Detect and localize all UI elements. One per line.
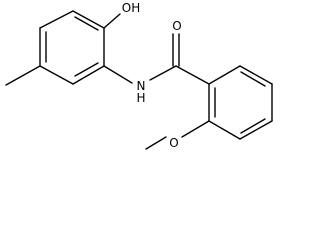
amide-hydrogen-label: H — [136, 91, 145, 105]
bond-ring2-bottom-left — [208, 120, 241, 140]
bond-ring-to-nitrogen — [103, 65, 133, 84]
carbonyl-oxygen-label: O — [172, 19, 181, 33]
bond-carbonyl-to-ring — [175, 65, 210, 85]
double-bond-ring1-b — [74, 62, 99, 77]
chemical-structure-diagram: OH N H O O — [5, 1, 273, 150]
bond-ring1-top-right — [72, 10, 105, 29]
bond-hydroxyl — [103, 13, 121, 29]
bond-ring1-top-left — [39, 10, 74, 29]
right-benzene-ring — [208, 65, 273, 140]
hydroxyl-label: OH — [122, 1, 140, 15]
amide-nitrogen-label: N — [137, 79, 146, 93]
double-bond-ring1-a — [74, 16, 99, 31]
bond-methyl — [5, 65, 41, 86]
bond-nitrogen-to-carbonyl — [149, 65, 177, 81]
bond-ring1-bottom-left — [39, 65, 74, 85]
bond-ring2-top-right — [239, 65, 273, 85]
bond-ring-to-ether-oxygen — [181, 120, 210, 138]
bond-ring2-top-left — [208, 65, 241, 85]
double-bond-ring2-a — [240, 71, 266, 87]
ether-oxygen-label: O — [169, 136, 178, 150]
bond-ring1-right-lower — [72, 65, 105, 85]
bond-ether-to-methyl — [145, 136, 167, 150]
left-benzene-ring — [39, 10, 105, 85]
bond-ring2-bottom-right — [239, 120, 273, 140]
double-bond-ring2-b — [240, 118, 266, 134]
